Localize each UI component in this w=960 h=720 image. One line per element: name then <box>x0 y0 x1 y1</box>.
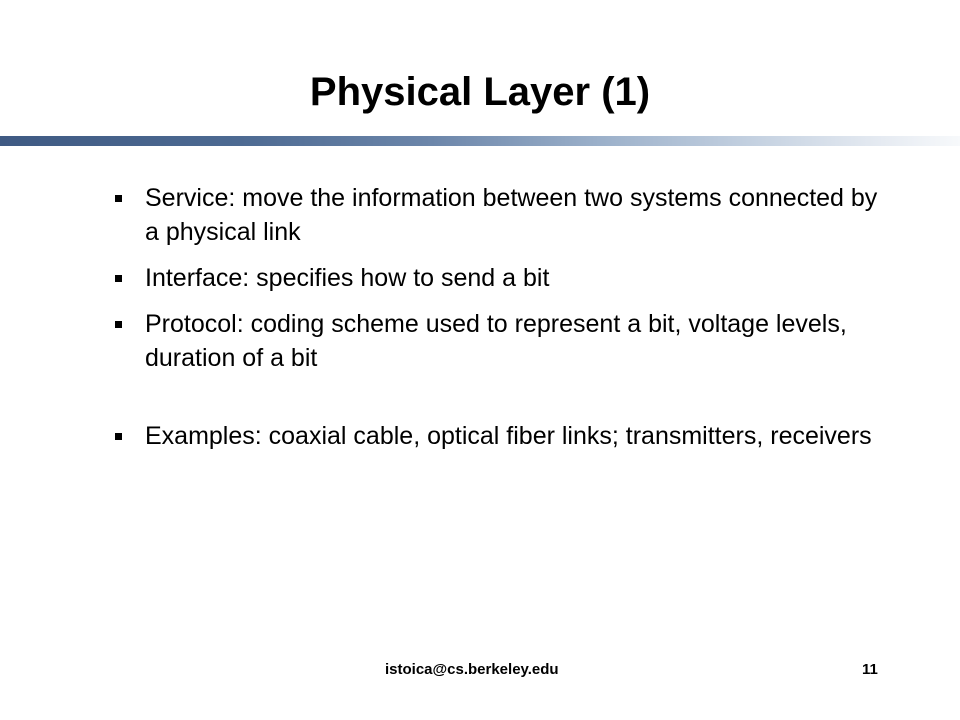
footer-email: istoica@cs.berkeley.edu <box>385 661 559 678</box>
bullet-text: Examples: coaxial cable, optical fiber l… <box>145 422 872 450</box>
square-bullet-icon <box>115 433 122 440</box>
slide-title: Physical Layer (1) <box>309 70 651 114</box>
square-bullet-icon <box>115 195 122 202</box>
title-divider <box>0 136 960 146</box>
footer-page-number: 11 <box>862 661 878 678</box>
bullet-item-protocol: Protocol: coding scheme used to represen… <box>112 307 892 375</box>
bullet-item-examples: Examples: coaxial cable, optical fiber l… <box>112 419 892 453</box>
bullet-item-service: Service: move the information between tw… <box>112 181 892 249</box>
bullet-text: Protocol: coding scheme used to represen… <box>145 310 847 372</box>
square-bullet-icon <box>115 321 122 328</box>
bullet-item-interface: Interface: specifies how to send a bit <box>112 261 892 295</box>
square-bullet-icon <box>115 275 122 282</box>
bullet-text: Service: move the information between tw… <box>145 184 878 246</box>
bullet-list: Service: move the information between tw… <box>112 181 892 465</box>
bullet-text: Interface: specifies how to send a bit <box>145 264 550 292</box>
